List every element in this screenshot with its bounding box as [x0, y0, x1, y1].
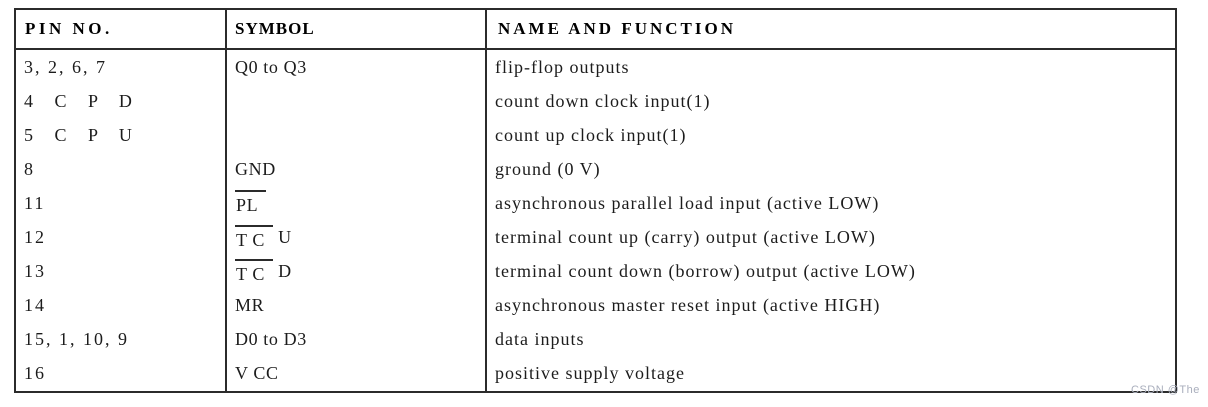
- symbol-cell: Q0 to Q3: [225, 50, 485, 85]
- symbol-text: U: [272, 227, 292, 248]
- table-row: 16 V CC positive supply voltage: [16, 356, 1175, 391]
- symbol-text: MR: [235, 295, 265, 316]
- csdn-watermark: CSDN @The: [1131, 384, 1200, 396]
- pin-cell: 12: [24, 227, 46, 248]
- symbol-overline: T C: [235, 224, 273, 251]
- pin-cell: 15, 1, 10, 9: [24, 329, 129, 350]
- pin-cell: 8: [24, 158, 35, 179]
- symbol-cell: [225, 84, 485, 119]
- function-cell: ground (0 V): [485, 152, 1175, 187]
- pin-cell: 4 C P D: [24, 90, 134, 111]
- table-header-row: PIN NO. SYMBOL NAME AND FUNCTION: [16, 10, 1175, 50]
- function-cell: positive supply voltage: [485, 356, 1175, 391]
- table-row: 5 C P U count up clock input(1): [16, 118, 1175, 153]
- symbol-cell: GND: [225, 152, 485, 187]
- table-row: 15, 1, 10, 9 D0 to D3 data inputs: [16, 322, 1175, 357]
- pin-cell: 16: [24, 363, 46, 384]
- header-name-and-function: NAME AND FUNCTION: [485, 10, 1175, 48]
- pin-description-table: PIN NO. SYMBOL NAME AND FUNCTION 3, 2, 6…: [14, 8, 1177, 393]
- table-row: 11 PL asynchronous parallel load input (ac…: [16, 186, 1175, 221]
- pin-cell: 13: [24, 261, 46, 282]
- symbol-text: D0 to D3: [235, 329, 307, 350]
- symbol-cell: T C D: [225, 254, 485, 289]
- function-cell: terminal count up (carry) output (active…: [485, 220, 1175, 255]
- pin-cell: 14: [24, 295, 46, 316]
- table-row: 3, 2, 6, 7 Q0 to Q3 flip-flop outputs: [16, 50, 1175, 85]
- function-cell: terminal count down (borrow) output (act…: [485, 254, 1175, 289]
- symbol-cell: MR: [225, 288, 485, 323]
- header-symbol: SYMBOL: [225, 10, 485, 48]
- table-row: 14 MR asynchronous master reset input (act…: [16, 288, 1175, 323]
- symbol-cell: D0 to D3: [225, 322, 485, 357]
- function-cell: count down clock input(1): [485, 84, 1175, 119]
- pin-cell: 5 C P U: [24, 124, 134, 145]
- symbol-text: D: [272, 261, 292, 282]
- symbol-text: Q0 to Q3: [235, 56, 307, 77]
- function-cell: asynchronous master reset input (active …: [485, 288, 1175, 323]
- table-row: 8 GND ground (0 V): [16, 152, 1175, 187]
- function-cell: data inputs: [485, 322, 1175, 357]
- table-row: 4 C P D count down clock input(1): [16, 84, 1175, 119]
- symbol-cell: PL: [225, 186, 485, 221]
- symbol-overline: PL: [235, 190, 267, 216]
- symbol-overline: T C: [235, 258, 273, 285]
- header-pin-no: PIN NO.: [25, 19, 113, 38]
- pin-cell: 11: [24, 192, 46, 213]
- symbol-cell: [225, 118, 485, 153]
- function-cell: count up clock input(1): [485, 118, 1175, 153]
- pin-cell: 3, 2, 6, 7: [24, 56, 107, 77]
- function-cell: flip-flop outputs: [485, 50, 1175, 85]
- symbol-cell: T C U: [225, 220, 485, 255]
- symbol-text: V CC: [235, 363, 279, 384]
- symbol-text: GND: [235, 158, 276, 179]
- function-cell: asynchronous parallel load input (active…: [485, 186, 1175, 221]
- symbol-cell: V CC: [225, 356, 485, 391]
